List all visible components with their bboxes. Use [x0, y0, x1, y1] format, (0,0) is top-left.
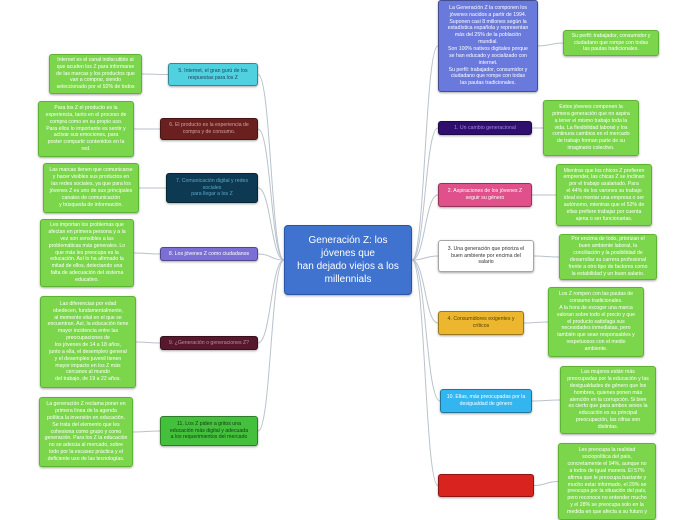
- central-topic[interactable]: Generación Z: los jóvenes que han dejado…: [284, 225, 412, 295]
- connector-line: [141, 73, 169, 75]
- leaf-consumers-detail[interactable]: Los Z rompen con las pautas de consumo t…: [548, 287, 644, 357]
- topic-11-education[interactable]: 11. Los Z piden a gritos una educación m…: [160, 416, 258, 446]
- connector-line: [257, 259, 285, 344]
- leaf-gender-detail[interactable]: Las mujeres están más preocupadas por la…: [560, 366, 656, 434]
- topic-generation-z-intro[interactable]: La Generación Z la componen los jóvenes …: [438, 0, 538, 92]
- leaf-internet-detail[interactable]: Internet es el canal indiscutible al que…: [49, 54, 142, 94]
- connector-line: [537, 42, 564, 47]
- topic-6-product-experience[interactable]: 6. El producto es la experiencia de comp…: [160, 118, 258, 140]
- connector-line: [257, 128, 285, 261]
- leaf-education-detail[interactable]: La generación Z reclama poner en primera…: [39, 397, 133, 467]
- topic-7-digital-communication[interactable]: 7. Comunicación digital y redes sociales…: [166, 173, 258, 203]
- connector-line: [411, 255, 439, 261]
- connector-line: [411, 127, 439, 261]
- leaf-product-detail[interactable]: Para los Z el producto es la experiencia…: [38, 101, 134, 157]
- connector-line: [533, 481, 559, 486]
- connector-line: [257, 187, 285, 261]
- leaf-communication-detail[interactable]: Las marcas tienen que comunicarse y hace…: [43, 163, 139, 213]
- leaf-generational-change-detail[interactable]: Estos jóvenes componen la primera genera…: [543, 100, 639, 156]
- leaf-aspirations-detail[interactable]: Mientras que los chicos Z prefieren empr…: [556, 164, 652, 226]
- topic-2-aspirations[interactable]: 2. Aspiraciones de los jóvenes Z seguir …: [438, 183, 532, 207]
- connector-line: [257, 253, 285, 261]
- topic-10-gender-inequality[interactable]: 10. Ellas, más preocupadas por la desigu…: [440, 389, 532, 413]
- topic-9-generations[interactable]: 9. ¿Generación o generaciones Z?: [160, 336, 258, 350]
- leaf-work-environment-detail[interactable]: Por encima de todo, priorizan el buen am…: [559, 234, 657, 280]
- connector-line: [411, 259, 439, 486]
- connector-line: [411, 194, 439, 261]
- leaf-citizens-detail[interactable]: Les importan los problemas que afectan e…: [40, 219, 134, 287]
- connector-line: [531, 399, 561, 402]
- leaf-profile-detail[interactable]: Su perfil: trabajador, consumidor y ciud…: [563, 30, 659, 56]
- topic-1-generational-change[interactable]: 1. Un cambio generacional: [438, 121, 532, 135]
- connector-line: [533, 255, 560, 258]
- topic-8-citizens[interactable]: 8. Los jóvenes Z como ciudadanos: [160, 247, 258, 261]
- topic-4-demanding-consumers[interactable]: 4. Consumidores exigentes y críticos: [438, 311, 524, 335]
- connector-line: [523, 321, 549, 324]
- topic-12-sociopolitical[interactable]: [438, 474, 534, 497]
- connector-line: [257, 74, 285, 261]
- topic-3-work-environment[interactable]: 3. Una generación que prioriza el buen a…: [438, 240, 534, 272]
- leaf-sociopolitical-detail[interactable]: Les preocupa la realidad sociopolítica d…: [558, 443, 656, 520]
- connector-line: [411, 259, 439, 324]
- topic-5-internet[interactable]: 5. Internet, el gran gurú de los respues…: [168, 63, 258, 86]
- connector-line: [135, 341, 161, 344]
- connector-line: [257, 259, 285, 432]
- connector-line: [132, 430, 161, 433]
- connector-line: [411, 259, 441, 402]
- connector-line: [411, 45, 439, 261]
- leaf-generations-detail[interactable]: Las diferencias por edad obedecen, funda…: [40, 296, 136, 388]
- connector-line: [133, 252, 161, 255]
